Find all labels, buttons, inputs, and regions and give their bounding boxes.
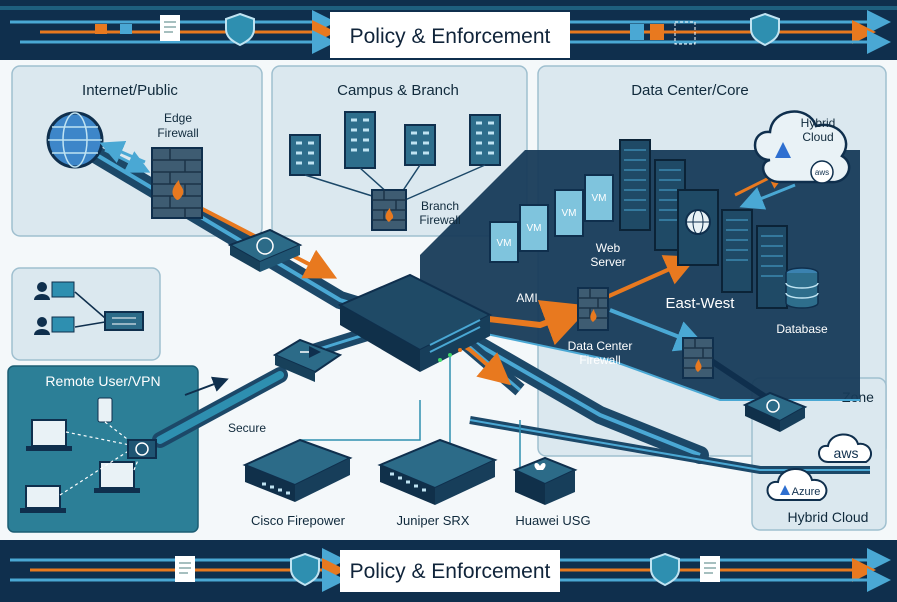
- shield-icon: [290, 552, 320, 587]
- shield-icon: [225, 12, 255, 47]
- zone-title: Data Center/Core: [631, 82, 749, 99]
- folder-icon: [120, 24, 132, 34]
- router-icon: [256, 237, 274, 255]
- hybrid-cloud-label: Hybrid: [801, 116, 836, 130]
- document-icon: [700, 556, 720, 582]
- folder-icon: [95, 24, 107, 34]
- zone-title: Hybrid Cloud: [788, 509, 869, 525]
- vm-label: VM: [592, 193, 607, 204]
- ami-label: AMI: [516, 291, 537, 305]
- vendor-label: Cisco Firepower: [251, 513, 346, 528]
- east-west-label: East-West: [666, 295, 736, 312]
- laptop-icon: [99, 461, 135, 489]
- huawei-logo-icon: [534, 463, 546, 470]
- vpn-gateway-icon: [127, 439, 157, 459]
- azure-text: Azure: [792, 486, 821, 498]
- vendor-label: Huawei USG: [515, 513, 590, 528]
- aws-cloud-icon: aws: [818, 433, 873, 463]
- flame-icon: [695, 359, 702, 372]
- zone-title: Campus & Branch: [337, 82, 459, 99]
- building-icon: [469, 114, 501, 166]
- document-icon: [160, 15, 180, 41]
- edge-firewall: [151, 147, 203, 219]
- clock-icon: [766, 399, 780, 413]
- top-banner: Policy & Enforcement: [0, 0, 897, 60]
- user-icon: [37, 317, 47, 327]
- laptop-icon: [51, 281, 75, 298]
- aws-logo-icon: [810, 160, 834, 184]
- huawei-usg-appliance: [512, 456, 578, 505]
- aws-text: aws: [815, 168, 829, 177]
- branch-firewall-label: Branch: [421, 199, 459, 213]
- azure-logo-icon: [775, 142, 791, 158]
- globe-icon: [46, 111, 104, 169]
- vm-label: VM: [497, 238, 512, 249]
- bottom-banner: Policy & Enforcement: [0, 540, 897, 602]
- server-racks: [619, 139, 788, 309]
- cisco-firepower-appliance: [242, 438, 353, 502]
- azure-cloud-icon: Azure: [766, 468, 828, 501]
- dc-firewall-1: [577, 287, 609, 331]
- edge-firewall-label: Edge: [164, 111, 192, 125]
- dc-firewall-label: Data Center: [568, 339, 633, 353]
- zone-title: Remote User/VPN: [45, 373, 160, 389]
- laptop-icon: [25, 485, 61, 509]
- dc-firewall-2: [682, 337, 714, 379]
- web-server-label: Web: [596, 241, 621, 255]
- user-icon: [37, 282, 47, 292]
- web-server: [677, 189, 719, 266]
- banner-title: Policy & Enforcement: [350, 560, 551, 583]
- hybrid-cloud-label: Cloud: [802, 130, 833, 144]
- switch-icon: [104, 311, 144, 331]
- remote-devices: [20, 397, 157, 513]
- laptop-icon: [51, 316, 75, 333]
- hybrid-cloud-icon: aws: [753, 110, 851, 184]
- zone-title: Internet/Public: [82, 82, 178, 99]
- shield-icon: [750, 12, 780, 47]
- distribution-switch: [272, 338, 343, 382]
- building-icon: [404, 124, 436, 166]
- branch-firewall: [371, 189, 407, 231]
- zone-gateway: [742, 391, 808, 432]
- secure-tunnel-label: Secure: [228, 421, 266, 435]
- edge-firewall-label: Firewall: [157, 126, 198, 140]
- flame-icon: [172, 180, 184, 200]
- vm-label: VM: [562, 208, 577, 219]
- building-icon: [344, 111, 376, 169]
- aws-text: aws: [834, 445, 859, 461]
- vendor-label: Juniper SRX: [397, 513, 470, 528]
- vm-stack: VM VM VM VM: [489, 174, 614, 263]
- laptop-icon: [31, 419, 67, 447]
- document-icon: [175, 556, 195, 582]
- flame-icon: [590, 309, 597, 322]
- document-icon: [630, 21, 696, 45]
- zone-users: [11, 267, 161, 361]
- branch-firewall-label: Firewall: [419, 213, 460, 227]
- shield-icon: [650, 552, 680, 587]
- phone-icon: [97, 397, 113, 423]
- router-device: [227, 228, 303, 272]
- core-switch: [337, 273, 493, 372]
- azure-logo-icon: [780, 485, 790, 495]
- database-label: Database: [776, 322, 828, 336]
- user-workstation: [34, 281, 144, 335]
- database-icon: [785, 267, 819, 309]
- banner-title: Policy & Enforcement: [350, 25, 551, 48]
- web-server-label: Server: [590, 255, 625, 269]
- flame-icon: [385, 208, 394, 222]
- vm-label: VM: [527, 223, 542, 234]
- dc-firewall-label: Firewall: [579, 353, 620, 367]
- building-icon: [289, 134, 321, 176]
- juniper-srx-appliance: [377, 438, 498, 505]
